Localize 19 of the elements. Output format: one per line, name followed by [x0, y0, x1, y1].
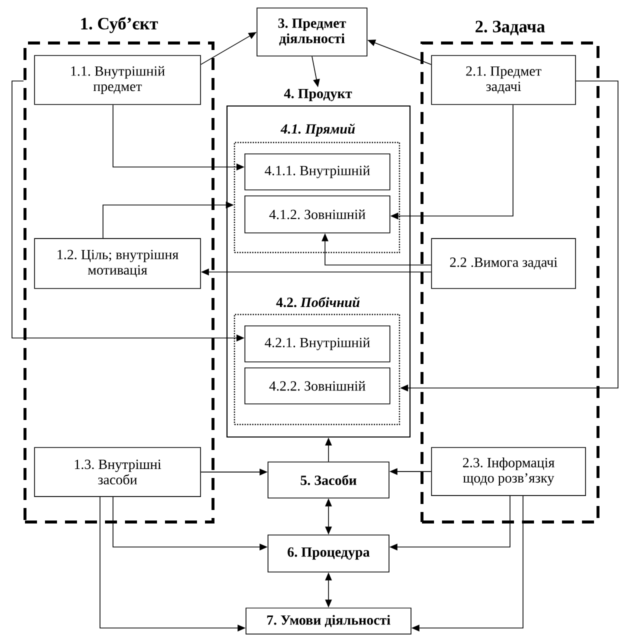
- process-box: 2.1. Предмет задачі: [431, 55, 576, 105]
- node-label: 4.1. Прямий: [280, 123, 355, 137]
- process-box: 2.3. Інформація щодо розв’язку: [431, 447, 586, 496]
- process-box: 1.1. Внутрішній предмет: [34, 55, 201, 105]
- node-label: 4.2. Побічний: [276, 296, 360, 308]
- process-box: 4.2.1. Внутрішній: [244, 325, 390, 362]
- node-label: 4. Продукт: [284, 88, 352, 102]
- process-box: 4.2.2. Зовнішній: [244, 367, 390, 404]
- process-box: 4.1.1. Внутрішній: [244, 153, 390, 190]
- process-box: 4.1.2. Зовнішній: [244, 195, 390, 234]
- node-label: 1. Суб’єкт: [81, 16, 158, 34]
- process-box: 3. Предмет діяльності: [256, 8, 368, 56]
- process-box: 7. Умови діяльності: [246, 608, 412, 634]
- process-box: 5. Засоби: [268, 462, 390, 498]
- process-box: 2.2 .Вимога задачі: [431, 238, 576, 289]
- node-label: 2. Задача: [476, 20, 545, 36]
- process-box: 1.3. Внутрішні засоби: [34, 447, 201, 497]
- process-box: 1.2. Ціль; внутрішня мотивація: [34, 238, 201, 289]
- process-box: 6. Процедура: [268, 534, 390, 572]
